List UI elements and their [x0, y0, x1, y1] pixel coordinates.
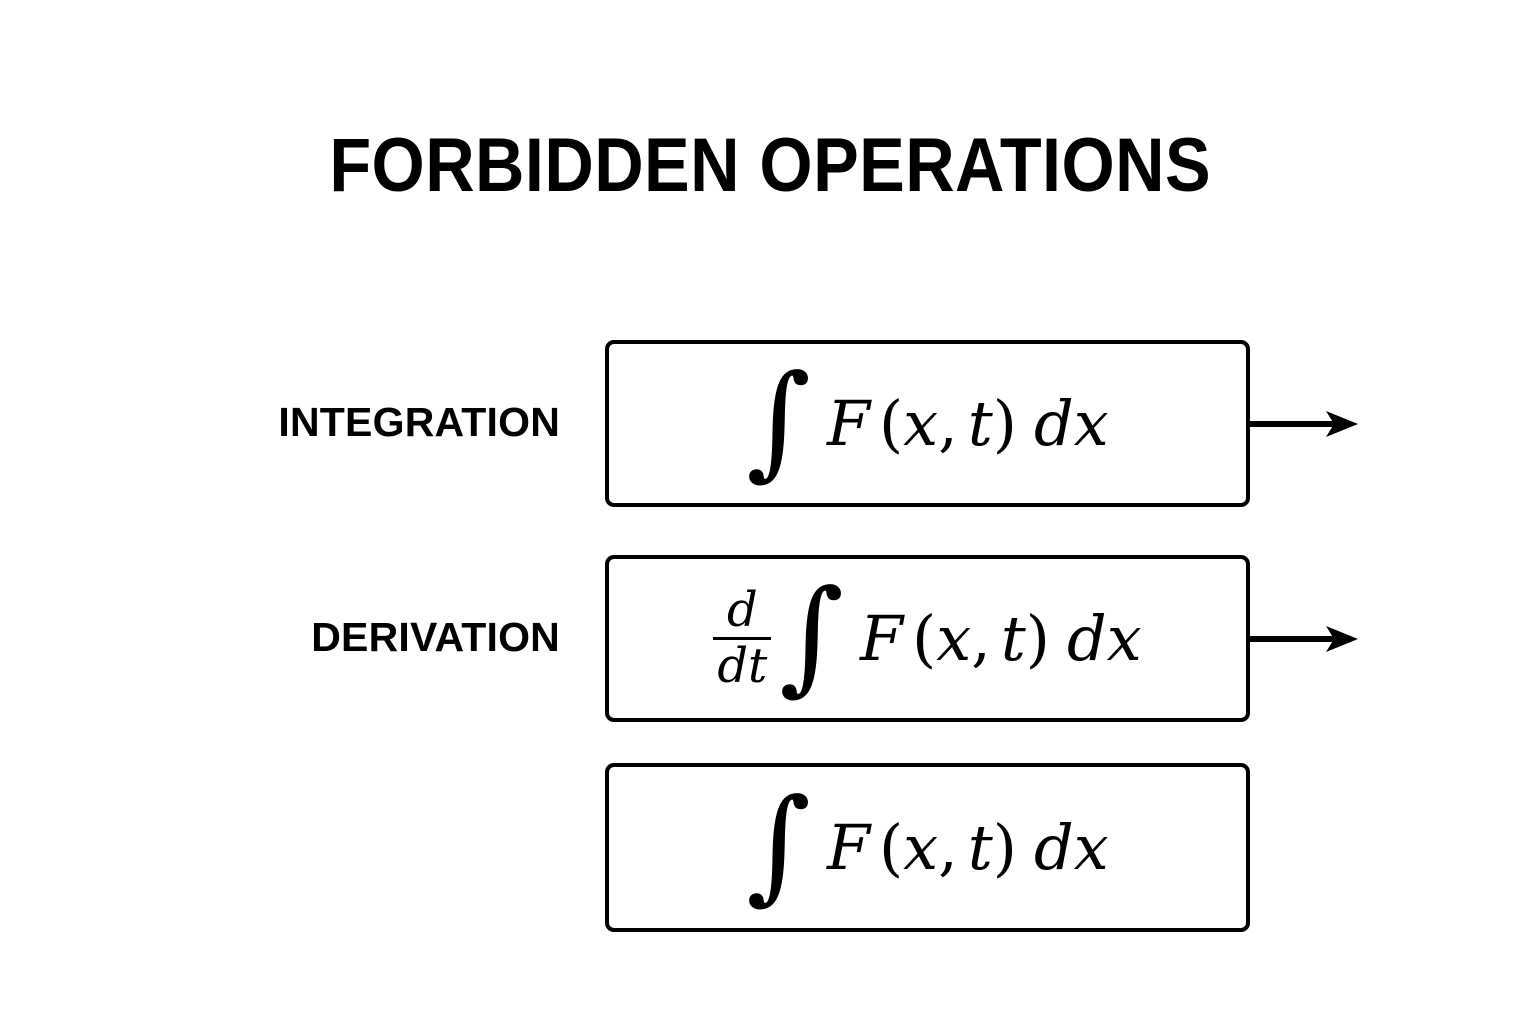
arrow-right-icon-derivation	[1248, 626, 1358, 652]
differential-variable: x	[1106, 601, 1142, 675]
variable-t: t	[967, 386, 993, 460]
differential-variable: x	[1073, 386, 1109, 460]
row-label-integration: INTEGRATION	[278, 399, 560, 445]
integral-sign: ∫	[746, 348, 811, 493]
close-paren: )	[1025, 601, 1050, 675]
function-symbol: F	[859, 601, 903, 675]
formula-box-result[interactable]: ∫ F ( x , t ) d x	[605, 763, 1250, 932]
comma: ,	[971, 601, 991, 675]
formula-integral: ∫ F ( x , t ) d x	[746, 348, 1109, 493]
fraction-d-dt: d dt	[713, 582, 772, 694]
formula-box-integration[interactable]: ∫ F ( x , t ) d x	[605, 340, 1250, 507]
variable-x: x	[936, 601, 972, 675]
variable-x: x	[903, 810, 939, 884]
row-label-derivation: DERIVATION	[311, 614, 560, 660]
open-paren: (	[911, 601, 937, 675]
variable-x: x	[903, 386, 939, 460]
formula-integral: ∫ F ( x , t ) d x	[746, 772, 1109, 917]
differential-variable: x	[1073, 810, 1109, 884]
function-symbol: F	[826, 810, 870, 884]
function-symbol: F	[826, 386, 870, 460]
differential-d: d	[1067, 601, 1107, 675]
differential-d: d	[1033, 810, 1074, 884]
formula-derivative-of-integral: d dt ∫ F ( x , t ) d x	[713, 563, 1142, 708]
close-paren: )	[992, 810, 1017, 884]
integral-sign: ∫	[779, 563, 844, 708]
close-paren: )	[992, 386, 1017, 460]
open-paren: (	[878, 810, 904, 884]
fraction-denominator: dt	[717, 638, 768, 694]
comma: ,	[938, 386, 958, 460]
open-paren: (	[878, 386, 904, 460]
arrow-right-icon-integration	[1248, 411, 1358, 437]
formula-box-derivation[interactable]: d dt ∫ F ( x , t ) d x	[605, 555, 1250, 722]
differential-d: d	[1033, 386, 1074, 460]
comma: ,	[938, 810, 958, 884]
page-title: FORBIDDEN OPERATIONS	[329, 123, 1212, 208]
variable-t: t	[1000, 601, 1026, 675]
fraction-bar	[713, 637, 772, 640]
variable-t: t	[967, 810, 993, 884]
fraction-numerator: d	[726, 582, 758, 639]
integral-sign: ∫	[746, 772, 811, 917]
